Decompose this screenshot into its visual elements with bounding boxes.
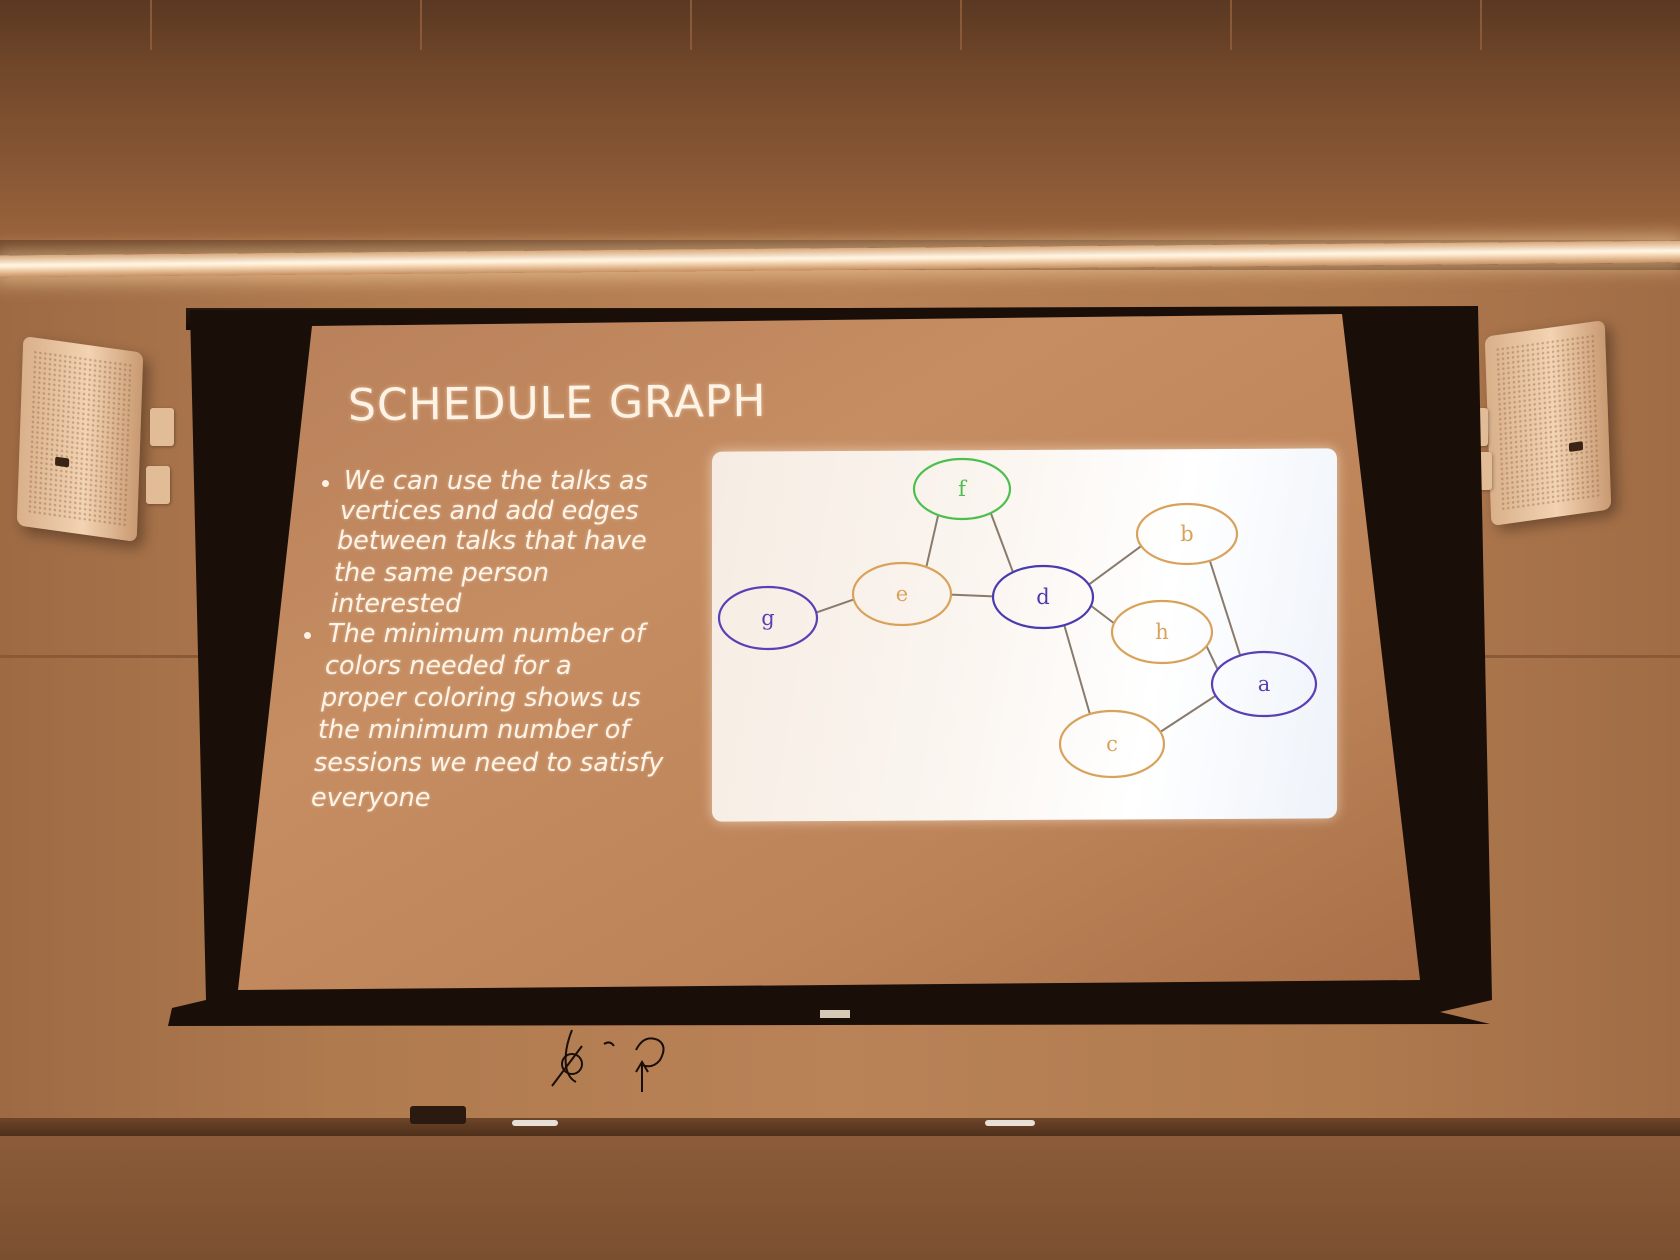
bullet-1-line: We can use the talks as xyxy=(344,466,648,496)
graph-node-h: h xyxy=(1110,599,1214,665)
wall-outlet xyxy=(150,408,174,446)
bullet-icon xyxy=(304,632,311,639)
graph-node-f: f xyxy=(912,457,1012,521)
ceiling-tile-seam xyxy=(960,0,962,50)
ceiling-tile-seam xyxy=(1230,0,1232,50)
ceiling xyxy=(0,0,1680,60)
graph-edge-h-a xyxy=(1205,645,1219,670)
ceiling-soffit xyxy=(0,60,1680,240)
graph-edge-d-b xyxy=(1088,545,1142,586)
bullet-icon xyxy=(322,480,329,487)
graph-node-circle xyxy=(1110,599,1214,665)
bullet-2-line: the minimum number of xyxy=(318,715,630,745)
graph-node-label: f xyxy=(958,477,968,501)
graph-nodes: f e g d b h a c xyxy=(717,457,1318,779)
graph-node-label: d xyxy=(1036,585,1049,609)
graph-node-label: e xyxy=(896,582,908,606)
graph-node-label: a xyxy=(1258,672,1271,696)
graph-node-circle xyxy=(851,561,953,627)
screen-brand-logo xyxy=(820,1010,850,1018)
graph-node-label: g xyxy=(761,606,774,630)
bullet-2-line: proper coloring shows us xyxy=(321,683,641,713)
ceiling-tile-seam xyxy=(1480,0,1482,50)
ceiling-tile-seam xyxy=(690,0,692,50)
graph-node-c: c xyxy=(1058,709,1166,779)
graph-edge-g-e xyxy=(815,598,855,614)
graph-node-a: a xyxy=(1210,650,1318,718)
graph-node-label: c xyxy=(1106,732,1118,756)
lower-wall xyxy=(0,1136,1680,1260)
graph-node-circle xyxy=(912,457,1012,521)
graph-node-circle xyxy=(991,564,1095,630)
graph-node-circle xyxy=(1135,502,1239,566)
graph-edge-f-e xyxy=(925,514,940,568)
bullet-1-line: vertices and add edges xyxy=(340,496,639,526)
ceiling-tile-seam xyxy=(420,0,422,50)
bullet-2-line: everyone xyxy=(311,783,431,813)
bullet-2-line: The minimum number of xyxy=(328,619,645,649)
graph-node-g: g xyxy=(717,585,819,651)
marker xyxy=(985,1120,1035,1126)
graph-node-circle xyxy=(1058,709,1166,779)
bullet-2-line: colors needed for a xyxy=(325,651,572,681)
graph-edge-c-a xyxy=(1159,694,1217,733)
bullet-1-line: interested xyxy=(331,589,462,619)
graph-edge-b-a xyxy=(1208,560,1242,656)
graph-edge-d-c xyxy=(1063,624,1091,715)
graph-node-e: e xyxy=(851,561,953,627)
graph-node-label: h xyxy=(1155,620,1169,644)
graph-node-label: b xyxy=(1180,522,1193,546)
graph-edges xyxy=(815,512,1242,733)
graph-node-circle xyxy=(1210,650,1318,718)
wall-outlet xyxy=(146,466,170,504)
whiteboard-eraser xyxy=(410,1106,466,1124)
graph-edge-d-h xyxy=(1090,604,1115,625)
ceiling-tile-seam xyxy=(150,0,152,50)
bullet-1-line: the same person xyxy=(334,558,549,588)
graph-node-d: d xyxy=(991,564,1095,630)
bullet-1-line: between talks that have xyxy=(337,526,647,556)
graph-node-circle xyxy=(717,585,819,651)
bullet-2-line: sessions we need to satisfy xyxy=(314,748,664,778)
marker xyxy=(512,1120,558,1126)
graph-node-b: b xyxy=(1135,502,1239,566)
graph-edge-e-d xyxy=(950,593,994,598)
graph-edge-f-d xyxy=(989,512,1014,573)
